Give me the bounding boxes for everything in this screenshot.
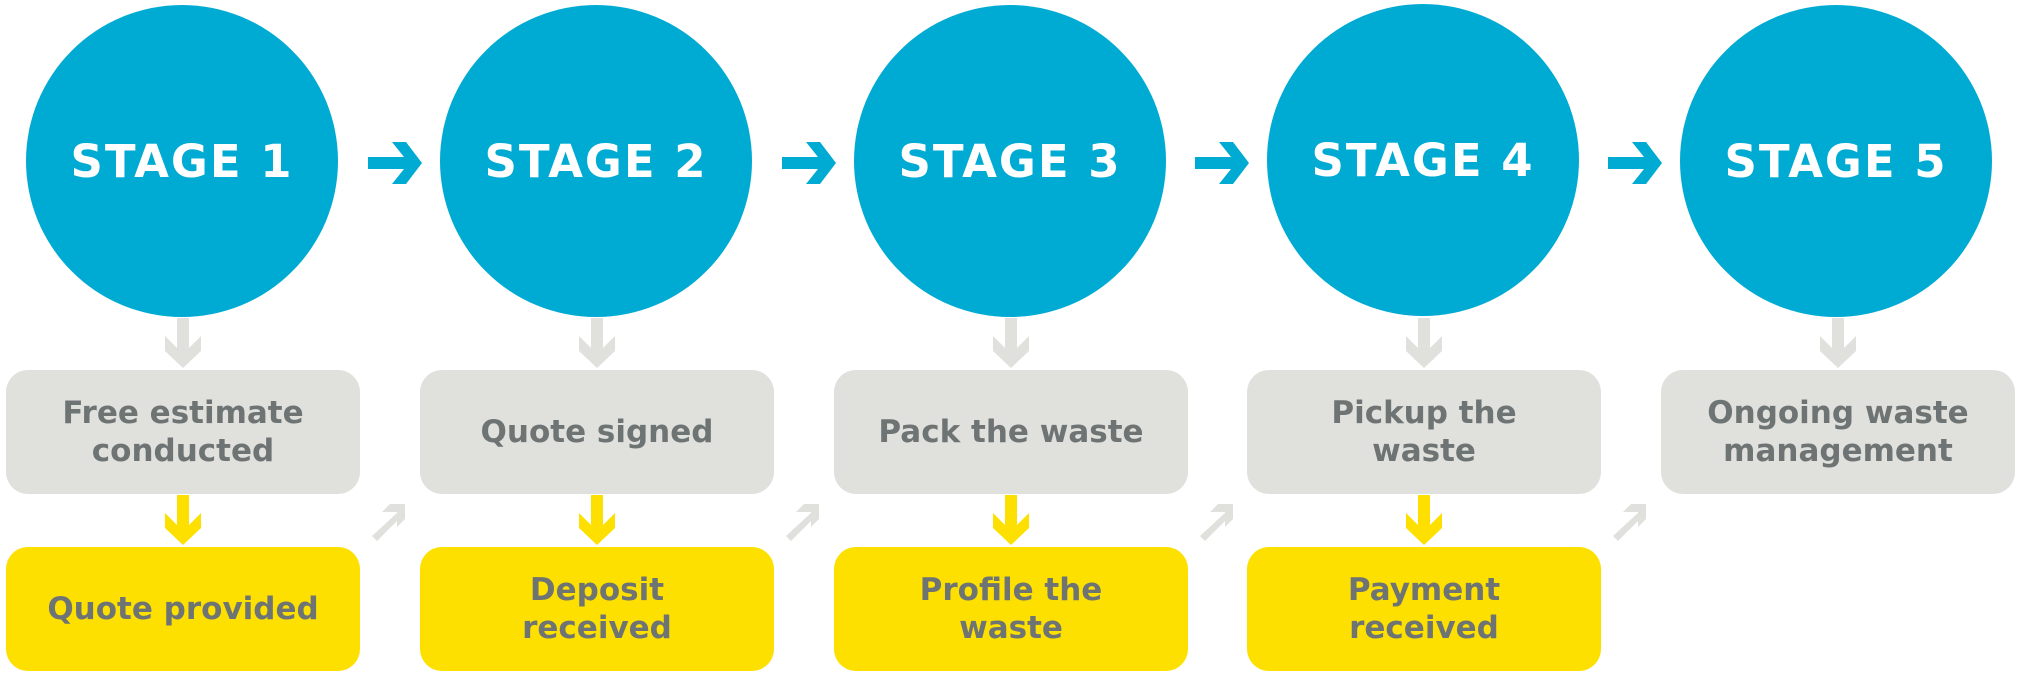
arrow-up-right-icon: [372, 504, 405, 541]
stage-5-step-text: Ongoing waste management: [1707, 395, 1969, 469]
stage-4-result-box: Payment received: [1247, 547, 1601, 671]
stage-2-step-text: Quote signed: [480, 414, 714, 450]
stage-4-result-text: Payment received: [1347, 572, 1501, 646]
stage-1-step-text: Free estimate conducted: [62, 395, 304, 469]
stage-2-step-box: Quote signed: [420, 370, 774, 494]
stage-4-label: STAGE 4: [1311, 133, 1535, 187]
stage-3-step-box: Pack the waste: [834, 370, 1188, 494]
stage-2-circle: STAGE 2: [440, 5, 752, 317]
arrow-right-icon: [1608, 142, 1662, 184]
arrow-right-icon: [1195, 142, 1249, 184]
stage-2-result-box: Deposit received: [420, 547, 774, 671]
stage-1-label: STAGE 1: [70, 134, 294, 188]
arrow-down-icon: [579, 318, 615, 368]
stage-4-step-box: Pickup the waste: [1247, 370, 1601, 494]
stage-3-label: STAGE 3: [898, 134, 1122, 188]
stage-3-circle: STAGE 3: [854, 5, 1166, 317]
arrow-down-icon: [993, 318, 1029, 368]
stage-3-result-box: Profile the waste: [834, 547, 1188, 671]
stage-1-step-box: Free estimate conducted: [6, 370, 360, 494]
stage-3-result-text: Profile the waste: [919, 572, 1103, 646]
arrow-down-icon: [1406, 318, 1442, 368]
stage-4-step-text: Pickup the waste: [1331, 395, 1517, 469]
stage-1-result-text: Quote provided: [47, 591, 319, 627]
stage-2-label: STAGE 2: [484, 134, 708, 188]
stage-2-result-text: Deposit received: [522, 572, 672, 646]
arrow-right-icon: [782, 142, 836, 184]
arrow-up-right-icon: [1613, 504, 1646, 541]
stage-5-step-box: Ongoing waste management: [1661, 370, 2015, 494]
arrow-up-right-icon: [1200, 504, 1233, 541]
stage-1-result-box: Quote provided: [6, 547, 360, 671]
stage-4-circle: STAGE 4: [1267, 4, 1579, 316]
arrow-down-icon: [165, 318, 201, 368]
arrow-down-icon: [1820, 318, 1856, 368]
arrow-down-icon: [165, 495, 201, 545]
arrow-down-icon: [1406, 495, 1442, 545]
arrow-right-icon: [368, 142, 422, 184]
stage-5-circle: STAGE 5: [1680, 5, 1992, 317]
stage-5-label: STAGE 5: [1724, 134, 1948, 188]
arrow-down-icon: [579, 495, 615, 545]
arrow-up-right-icon: [786, 504, 819, 541]
stage-3-step-text: Pack the waste: [878, 414, 1144, 450]
arrow-down-icon: [993, 495, 1029, 545]
stage-1-circle: STAGE 1: [26, 5, 338, 317]
